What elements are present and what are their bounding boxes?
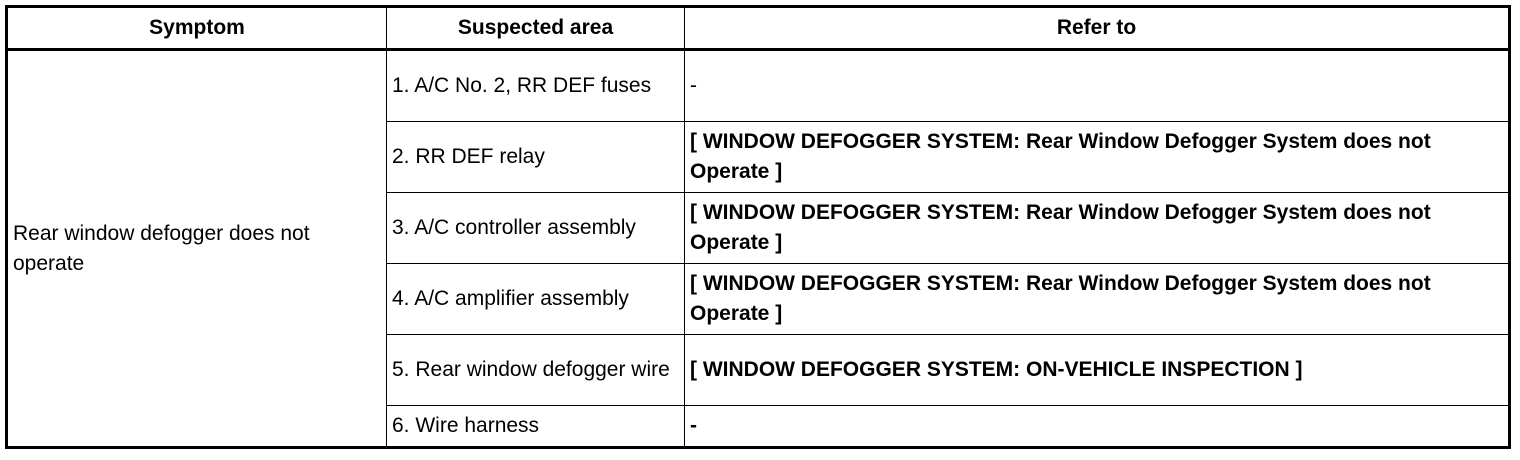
refer-to-link[interactable]: [ WINDOW DEFOGGER SYSTEM: Rear Window De…	[684, 121, 1510, 193]
header-symptom: Symptom	[6, 6, 387, 50]
refer-to-cell: -	[684, 49, 1510, 122]
refer-to-link[interactable]: [ WINDOW DEFOGGER SYSTEM: Rear Window De…	[684, 192, 1510, 264]
table-row: 3. A/C controller assembly [ WINDOW DEFO…	[7, 192, 1510, 264]
suspected-area-cell: 2. RR DEF relay	[386, 121, 685, 193]
suspected-area-cell: 5. Rear window defogger wire	[386, 334, 685, 406]
table-header-row: Symptom Suspected area Refer to	[6, 6, 1510, 50]
symptom-cell: Rear window defogger does not operate	[6, 49, 387, 448]
header-suspected-area: Suspected area	[386, 6, 685, 50]
refer-to-cell: -	[684, 405, 1510, 448]
table-row: 6. Wire harness -	[7, 405, 1510, 448]
suspected-area-cell: 4. A/C amplifier assembly	[386, 263, 685, 335]
header-refer-to: Refer to	[684, 6, 1510, 50]
table-row: 2. RR DEF relay [ WINDOW DEFOGGER SYSTEM…	[7, 121, 1510, 193]
suspected-area-cell: 6. Wire harness	[386, 405, 685, 448]
table-row: 4. A/C amplifier assembly [ WINDOW DEFOG…	[7, 263, 1510, 335]
table-row: Rear window defogger does not operate 1.…	[6, 49, 1510, 448]
refer-to-link[interactable]: [ WINDOW DEFOGGER SYSTEM: Rear Window De…	[684, 263, 1510, 335]
refer-to-link[interactable]: [ WINDOW DEFOGGER SYSTEM: ON-VEHICLE INS…	[684, 334, 1510, 406]
table-row: 5. Rear window defogger wire [ WINDOW DE…	[7, 334, 1510, 406]
suspected-area-cell: 1. A/C No. 2, RR DEF fuses	[386, 49, 685, 122]
diagnosis-table: Symptom Suspected area Refer to Rear win…	[5, 5, 1511, 449]
suspected-area-cell: 3. A/C controller assembly	[386, 192, 685, 264]
